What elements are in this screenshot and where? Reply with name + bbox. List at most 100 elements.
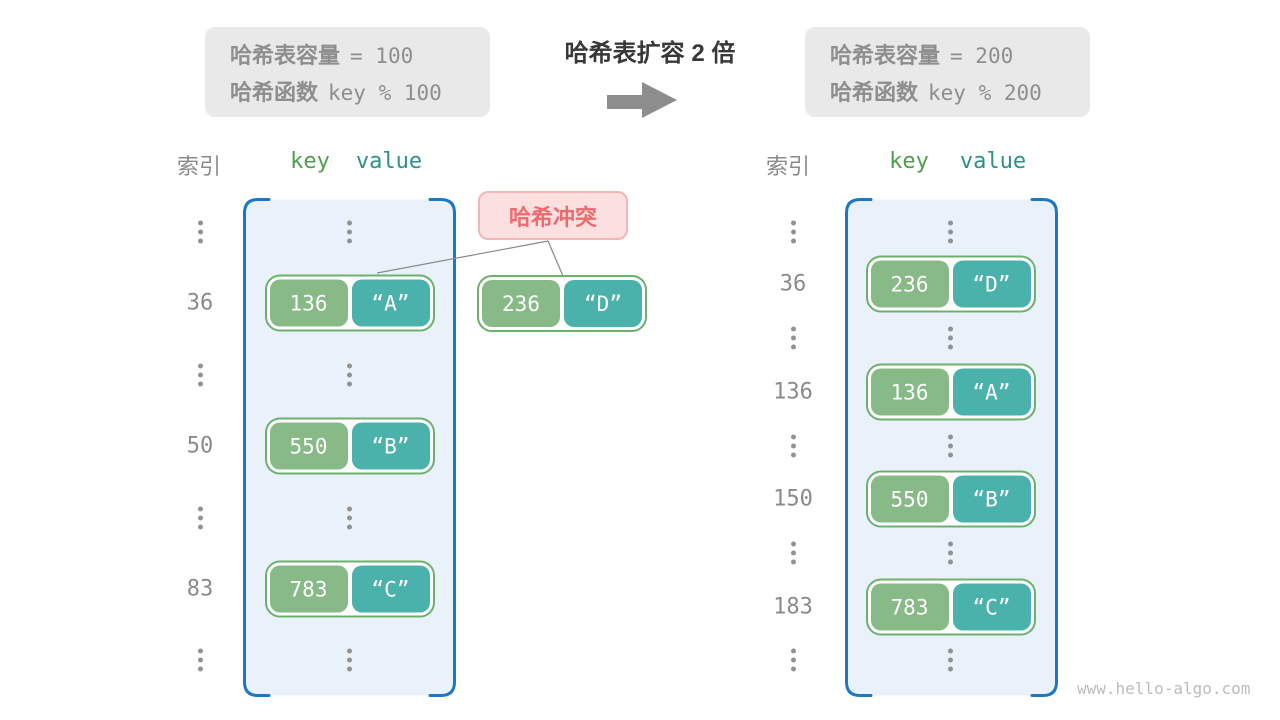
index-ellipsis [150, 648, 250, 672]
index-ellipsis [743, 434, 843, 458]
table-row: 150 550 “B” [743, 470, 1058, 528]
watermark: www.hello-algo.com [1077, 679, 1251, 698]
capacity-label: 哈希表容量 [830, 42, 941, 68]
index-ellipsis [150, 506, 250, 530]
index-label: 136 [773, 379, 813, 405]
key-column-header-right: key [889, 149, 929, 174]
table-row [743, 541, 1058, 565]
key-cell: 136 [269, 279, 348, 327]
ellipsis-icon [743, 434, 843, 458]
hash-function-value: key % 100 [328, 80, 442, 105]
index-label: 183 [773, 594, 813, 620]
value-column-header-left: value [355, 149, 423, 174]
capacity-value: = 100 [350, 43, 414, 68]
capacity-line: 哈希表容量 = 100 [230, 38, 490, 70]
key-cell: 783 [269, 565, 348, 613]
hash-table-after: 36 236 “D” 136 136 “A” [743, 198, 1058, 697]
value-cell: “C” [351, 565, 430, 613]
ellipsis-icon [150, 648, 250, 672]
value-cell: “B” [952, 475, 1031, 523]
kv-pair: 136 “A” [264, 274, 435, 332]
ellipsis-icon [347, 220, 352, 244]
value-cell: “B” [351, 422, 430, 470]
hash-function-label: 哈希函数 [830, 79, 919, 105]
table-row: 36 236 “D” [743, 255, 1058, 313]
value-column-header-right: value [959, 149, 1027, 174]
capacity-info-after: 哈希表容量 = 200 哈希函数 key % 200 [805, 27, 1090, 117]
index-ellipsis [743, 648, 843, 672]
index-label: 50 [186, 433, 214, 459]
key-cell: 783 [870, 583, 949, 631]
kv-pair: 783 “C” [264, 560, 435, 618]
index-ellipsis [150, 363, 250, 387]
table-row: 50 550 “B” [150, 417, 456, 475]
capacity-info-before: 哈希表容量 = 100 哈希函数 key % 100 [205, 27, 490, 117]
hash-function-line: 哈希函数 key % 200 [830, 75, 1090, 107]
ellipsis-icon [948, 434, 953, 458]
ellipsis-icon [743, 326, 843, 350]
key-column-header-left: key [290, 149, 330, 174]
table-row: 83 783 “C” [150, 560, 456, 618]
hash-table-before: 36 136 “A” 50 550 “B” [150, 198, 456, 697]
table-row: 183 783 “C” [743, 578, 1058, 636]
ellipsis-icon [948, 648, 953, 672]
index-ellipsis [743, 326, 843, 350]
ellipsis-icon [948, 220, 953, 244]
value-cell: “A” [351, 279, 430, 327]
collision-pair: 236 “D” [477, 275, 647, 332]
hash-function-label: 哈希函数 [230, 79, 319, 105]
value-cell: “A” [952, 368, 1031, 416]
index-column-header-left: 索引 [176, 154, 222, 179]
table-row [150, 363, 456, 387]
ellipsis-icon [743, 541, 843, 565]
value-cell: “C” [952, 583, 1031, 631]
hash-function-value: key % 200 [928, 80, 1042, 105]
index-ellipsis [743, 541, 843, 565]
ellipsis-icon [743, 220, 843, 244]
index-label: 36 [779, 271, 807, 297]
right-arrow-icon [607, 80, 677, 120]
capacity-value: = 200 [950, 43, 1014, 68]
kv-pair: 236 “D” [865, 255, 1036, 313]
kv-pair: 783 “C” [865, 578, 1036, 636]
expand-title: 哈希表扩容 2 倍 [564, 40, 736, 67]
table-row [743, 220, 1058, 244]
capacity-label: 哈希表容量 [230, 42, 341, 68]
ellipsis-icon [948, 541, 953, 565]
table-row [150, 506, 456, 530]
ellipsis-icon [150, 506, 250, 530]
table-row [743, 326, 1058, 350]
value-cell: “D” [564, 280, 642, 327]
ellipsis-icon [347, 363, 352, 387]
ellipsis-icon [347, 648, 352, 672]
index-column-header-right: 索引 [765, 154, 811, 179]
key-cell: 136 [870, 368, 949, 416]
table-row [150, 220, 456, 244]
ellipsis-icon [948, 326, 953, 350]
index-label: 150 [773, 486, 813, 512]
key-cell: 550 [870, 475, 949, 523]
index-ellipsis [150, 220, 250, 244]
kv-pair: 236 “D” [477, 275, 647, 332]
index-ellipsis [743, 220, 843, 244]
capacity-line: 哈希表容量 = 200 [830, 38, 1090, 70]
value-cell: “D” [952, 260, 1031, 308]
index-label: 36 [186, 290, 214, 316]
ellipsis-icon [150, 363, 250, 387]
table-row [743, 648, 1058, 672]
kv-pair: 550 “B” [865, 470, 1036, 528]
kv-pair: 136 “A” [865, 363, 1036, 421]
ellipsis-icon [150, 220, 250, 244]
hash-function-line: 哈希函数 key % 100 [230, 75, 490, 107]
collision-callout: 哈希冲突 [478, 191, 628, 240]
ellipsis-icon [743, 648, 843, 672]
table-row [150, 648, 456, 672]
key-cell: 236 [482, 280, 560, 327]
ellipsis-icon [347, 506, 352, 530]
index-label: 83 [186, 576, 214, 602]
table-row [743, 434, 1058, 458]
key-cell: 550 [269, 422, 348, 470]
key-cell: 236 [870, 260, 949, 308]
table-row: 36 136 “A” [150, 274, 456, 332]
